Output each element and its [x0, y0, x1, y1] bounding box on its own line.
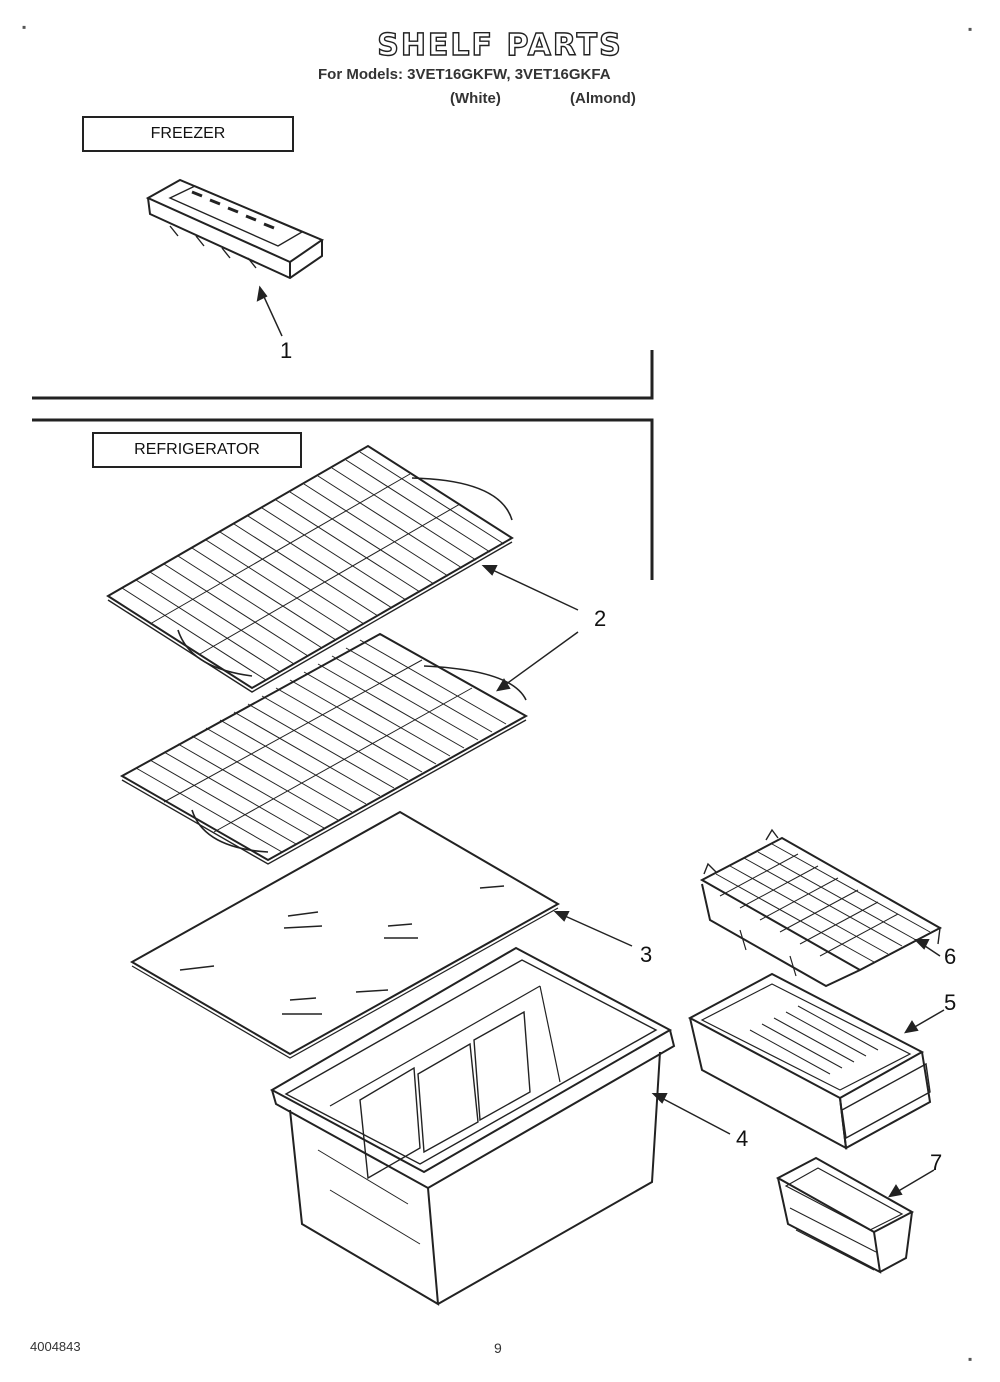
- corner-mark-tl: ▪: [22, 20, 27, 34]
- refrigerator-section-border: [32, 418, 654, 580]
- meat-pan-part: [687, 972, 932, 1150]
- freezer-section-label: FREEZER: [82, 116, 294, 152]
- page-number: 9: [494, 1340, 502, 1356]
- wire-shelf-upper-part: [106, 444, 514, 693]
- wire-shelf-lower-part: [119, 632, 529, 865]
- freezer-section-border: [32, 350, 654, 400]
- leader-4: [653, 1093, 731, 1135]
- leader-2b: [497, 631, 579, 691]
- corner-mark-tr: ▪: [968, 22, 973, 36]
- callout-5: 5: [944, 990, 957, 1015]
- callout-3: 3: [640, 942, 653, 967]
- meat-pan-cover-part: [699, 828, 943, 988]
- leader-2a: [483, 565, 579, 611]
- variant-almond: (Almond): [570, 90, 636, 107]
- callout-6: 6: [944, 944, 957, 969]
- callout-2: 2: [594, 606, 607, 631]
- callout-7: 7: [930, 1150, 943, 1175]
- document-code: 4004843: [30, 1339, 81, 1354]
- callout-4: 4: [736, 1126, 749, 1151]
- variant-white: (White): [450, 90, 501, 107]
- callout-1: 1: [280, 338, 293, 363]
- model-numbers: For Models: 3VET16GKFW, 3VET16GKFA: [318, 66, 611, 83]
- corner-mark-br: ▪: [968, 1352, 973, 1366]
- glass-shelf-part: [129, 810, 561, 1059]
- refrigerator-section-label: REFRIGERATOR: [92, 432, 302, 468]
- crisper-bin-part: [269, 946, 676, 1306]
- door-bin-part: [775, 1156, 915, 1274]
- page-title: SHELF PARTS: [377, 27, 623, 63]
- leader-3: [555, 911, 633, 947]
- ice-tray-part: [145, 178, 325, 280]
